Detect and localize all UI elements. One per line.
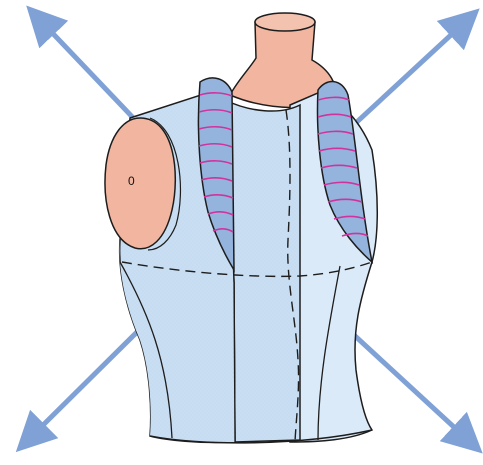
shoulder-mark: 0 [128, 175, 135, 187]
